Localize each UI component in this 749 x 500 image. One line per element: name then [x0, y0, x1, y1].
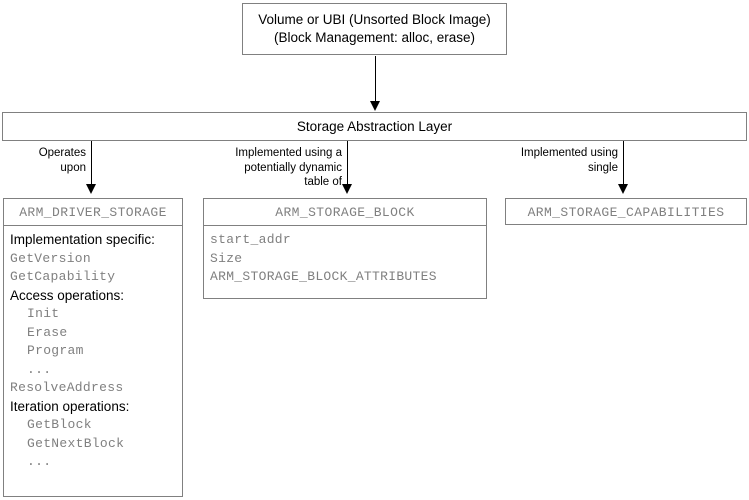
member-row: Implementation specific:	[10, 232, 155, 247]
volume-ubi-line-1: Volume or UBI (Unsorted Block Image)	[258, 12, 491, 27]
member-row: GetVersion	[10, 250, 92, 266]
member-row: ResolveAddress	[10, 380, 124, 395]
member-row: Access operations:	[10, 287, 125, 303]
connector-sal-to-block	[347, 141, 348, 186]
storage-abstraction-layer-box: Storage Abstraction Layer	[2, 112, 747, 141]
edge-label-single: Implemented using single	[520, 147, 618, 174]
member-row: GetNextBlock	[27, 435, 125, 451]
member-row: Init	[27, 306, 60, 321]
member-row: Program	[27, 343, 84, 358]
connector-volume-to-sal	[375, 56, 376, 103]
member-row: Erase	[27, 324, 68, 340]
volume-ubi-box: Volume or UBI (Unsorted Block Image) (Bl…	[242, 3, 507, 55]
edge-label-operates-upon: Operates upon	[38, 147, 86, 174]
member-row: ARM_STORAGE_BLOCK_ATTRIBUTES	[210, 269, 437, 284]
member-row: start_addr	[210, 232, 292, 247]
member-row: GetCapability	[10, 269, 116, 284]
member-row: GetBlock	[27, 417, 92, 432]
arm-driver-storage-title: ARM_DRIVER_STORAGE	[4, 199, 182, 226]
arm-storage-capabilities-box: ARM_STORAGE_CAPABILITIES	[505, 198, 747, 225]
arrowhead-sal-to-driver	[85, 184, 96, 194]
arrowhead-sal-to-block	[341, 184, 352, 194]
storage-abstraction-layer-title: Storage Abstraction Layer	[296, 119, 453, 134]
arrowhead-sal-to-capabilities	[617, 184, 628, 194]
connector-sal-to-driver	[91, 141, 92, 186]
member-row: Size	[210, 250, 243, 266]
arrowhead-volume-to-sal	[369, 101, 380, 111]
volume-ubi-line-2: (Block Management: alloc, erase)	[273, 30, 476, 45]
connector-sal-to-capabilities	[623, 141, 624, 186]
member-row: ...	[27, 361, 52, 377]
arm-storage-block-title: ARM_STORAGE_BLOCK	[204, 199, 486, 226]
member-row: ...	[27, 454, 52, 469]
edge-label-dynamic-table: Implemented using a potentially dynamic …	[235, 147, 342, 188]
member-row: Iteration operations:	[10, 398, 130, 414]
arm-storage-capabilities-title: ARM_STORAGE_CAPABILITIES	[527, 204, 725, 220]
arm-driver-storage-box: ARM_DRIVER_STORAGE Implementation specif…	[3, 198, 183, 497]
